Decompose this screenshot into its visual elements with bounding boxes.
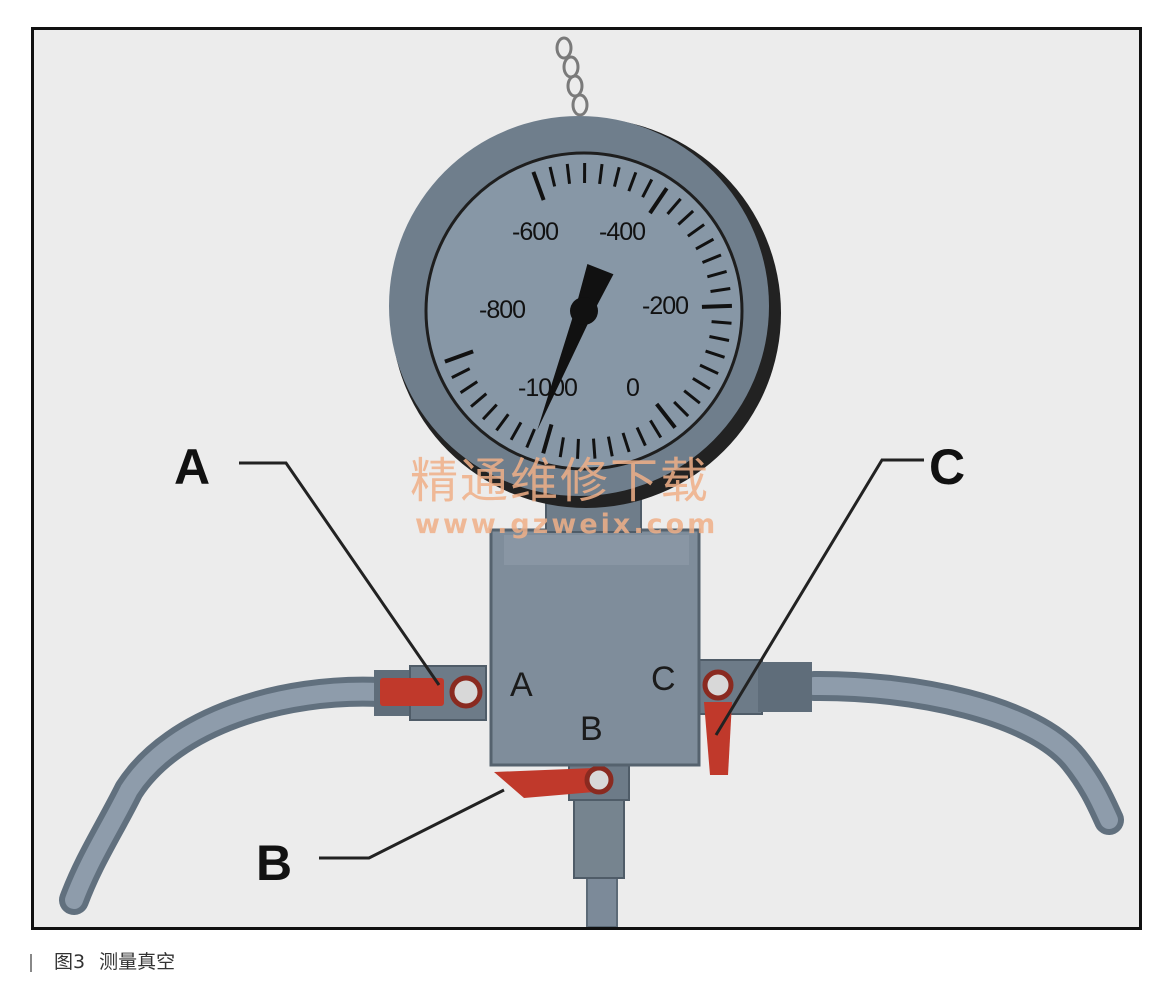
dial-tick <box>481 403 498 421</box>
watermark-url: www.gzweix.com <box>415 509 719 540</box>
port-label-c: C <box>651 660 676 698</box>
dial-tick <box>710 287 731 294</box>
dial-tick <box>509 421 523 441</box>
figure-frame: -600 -400 -800 -200 -1000 0 A C B A B C <box>31 27 1142 930</box>
dial-tick <box>495 413 510 432</box>
dial-tick <box>576 438 580 459</box>
dial-label-minus-200: -200 <box>642 292 689 320</box>
dial-label-minus-800: -800 <box>479 296 526 324</box>
caption-text: 测量真空 <box>99 951 176 973</box>
caption-divider <box>30 953 32 972</box>
dial-tick <box>711 320 732 325</box>
dial-tick <box>666 197 682 216</box>
dial-ticks <box>444 162 732 459</box>
dial-tick <box>621 432 631 453</box>
dial-label-minus-600: -600 <box>512 218 559 246</box>
dial-tick <box>649 419 663 439</box>
hanging-chain <box>555 36 589 117</box>
dial-tick <box>591 438 597 459</box>
dial-tick <box>531 171 546 201</box>
dial-tick <box>541 423 554 454</box>
port-label-a: A <box>510 666 533 704</box>
dial-tick <box>701 303 732 309</box>
manifold-block <box>489 528 701 767</box>
dial-tick <box>701 253 722 264</box>
dial-tick <box>673 400 690 418</box>
dial-tick <box>451 367 471 379</box>
dial-label-minus-400: -400 <box>599 218 646 246</box>
dial-label-zero: 0 <box>626 374 640 402</box>
leader-lines <box>239 458 924 860</box>
vacuum-gauge-illustration <box>59 36 1124 927</box>
leader-line-b <box>319 788 505 860</box>
dial-tick <box>565 163 572 184</box>
dial-tick <box>705 349 726 359</box>
leader-line-a <box>239 461 441 686</box>
valve-b-lever <box>494 765 614 798</box>
callout-label-a: A <box>174 439 211 495</box>
dial-tick <box>627 171 638 192</box>
gauge-needle <box>537 263 614 431</box>
dial-tick <box>459 380 479 394</box>
dial-tick <box>699 363 719 375</box>
dial-tick <box>706 270 728 279</box>
dial-tick <box>606 436 614 457</box>
dial-tick <box>677 209 695 226</box>
dial-tick <box>470 392 488 408</box>
port-label-b: B <box>580 710 603 748</box>
dial-tick <box>683 389 701 405</box>
dial-tick <box>444 349 474 364</box>
caption-number: 图3 <box>54 951 86 973</box>
dial-tick <box>692 377 711 391</box>
dial-tick <box>548 166 557 187</box>
leader-line-c <box>714 458 924 736</box>
vacuum-gauge <box>389 116 781 508</box>
dial-tick <box>598 163 604 185</box>
dial-tick <box>558 437 565 458</box>
dial-tick <box>687 223 705 238</box>
dial-label-minus-1000: -1000 <box>518 374 578 402</box>
dial-tick <box>655 402 677 429</box>
dial-tick <box>641 178 654 198</box>
dial-tick <box>695 237 715 251</box>
callout-label-b: B <box>256 835 293 891</box>
dial-tick <box>709 335 730 342</box>
dial-tick <box>612 166 621 188</box>
dial-tick <box>525 428 536 449</box>
callout-label-c: C <box>929 439 966 495</box>
valve-c-lever <box>702 669 734 775</box>
figure-caption: 图3 测量真空 <box>30 953 175 972</box>
valve-a-lever <box>380 675 483 709</box>
needle-hub <box>570 297 598 325</box>
dial-tick <box>648 187 669 215</box>
watermark-text: 精通维修下载 <box>410 453 711 509</box>
dial-tick <box>635 426 647 447</box>
